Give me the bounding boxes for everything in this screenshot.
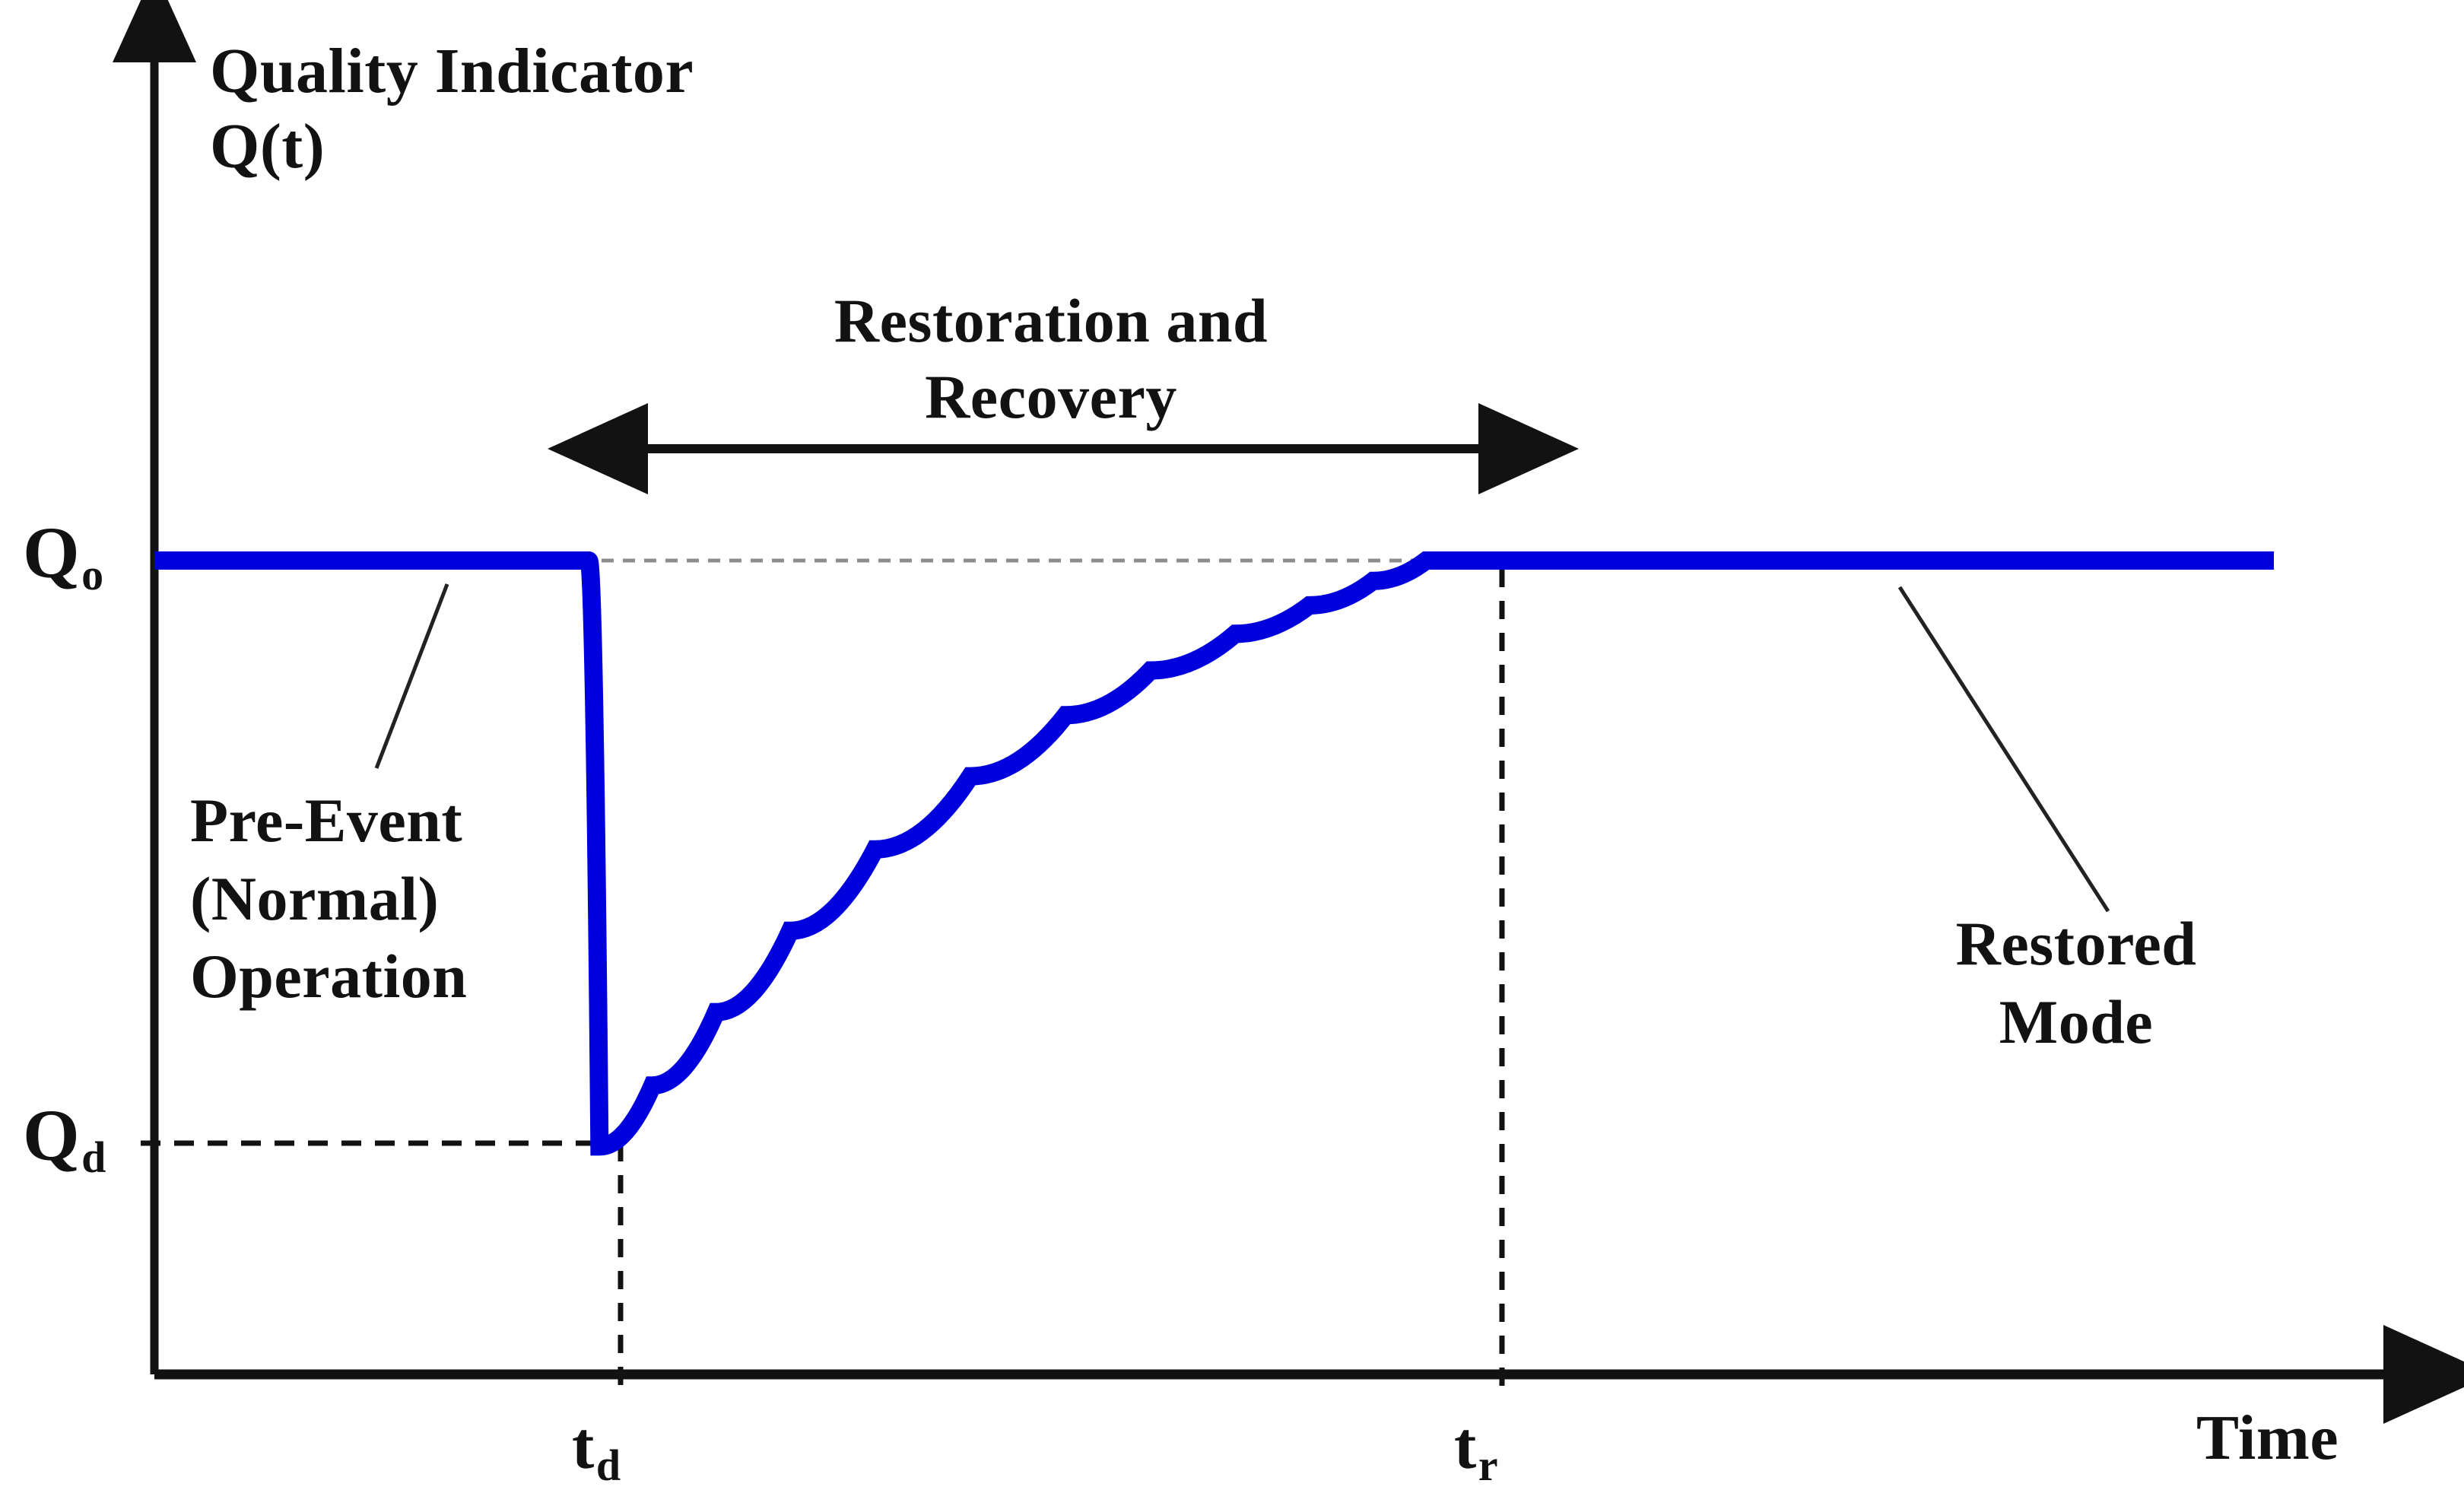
y-tick-qo-subscript: o (81, 550, 104, 599)
x-axis-title: Time (2196, 1403, 2339, 1473)
y-tick-qd-base: Q (23, 1094, 81, 1176)
y-tick-label-qo: Qo (23, 511, 103, 599)
y-axis-title-line2: Q(t) (210, 111, 325, 183)
annotation-preevent-line3: Operation (190, 942, 468, 1011)
y-axis-title-line1: Quality Indicator (210, 36, 694, 106)
x-tick-td-base: t (572, 1409, 595, 1483)
x-tick-label-td: td (572, 1409, 621, 1490)
leader-line-restored (1897, 586, 2110, 913)
y-tick-qo-base: Q (23, 512, 81, 593)
y-tick-label-qd: Qd (23, 1094, 106, 1182)
x-tick-td-subscript: d (595, 1441, 621, 1490)
x-tick-tr-subscript: r (1478, 1441, 1499, 1490)
y-tick-qd-subscript: d (81, 1133, 106, 1182)
x-tick-tr-base: t (1454, 1409, 1477, 1483)
annotation-restored-line2: Mode (1999, 986, 2154, 1056)
leader-line-preevent (374, 583, 449, 769)
annotation-pre-event-operation: Pre-Event (Normal) Operation (190, 782, 586, 1016)
annotation-restoration-line1: Restoration and (834, 286, 1269, 355)
annotation-preevent-line2: (Normal) (190, 863, 440, 933)
annotation-restoration-line2: Recovery (925, 362, 1177, 432)
annotation-restored-line1: Restored (1955, 909, 2197, 978)
annotation-preevent-line1: Pre-Event (190, 786, 463, 855)
quality-indicator-curve (154, 551, 2274, 1156)
x-tick-label-tr: tr (1454, 1409, 1498, 1490)
